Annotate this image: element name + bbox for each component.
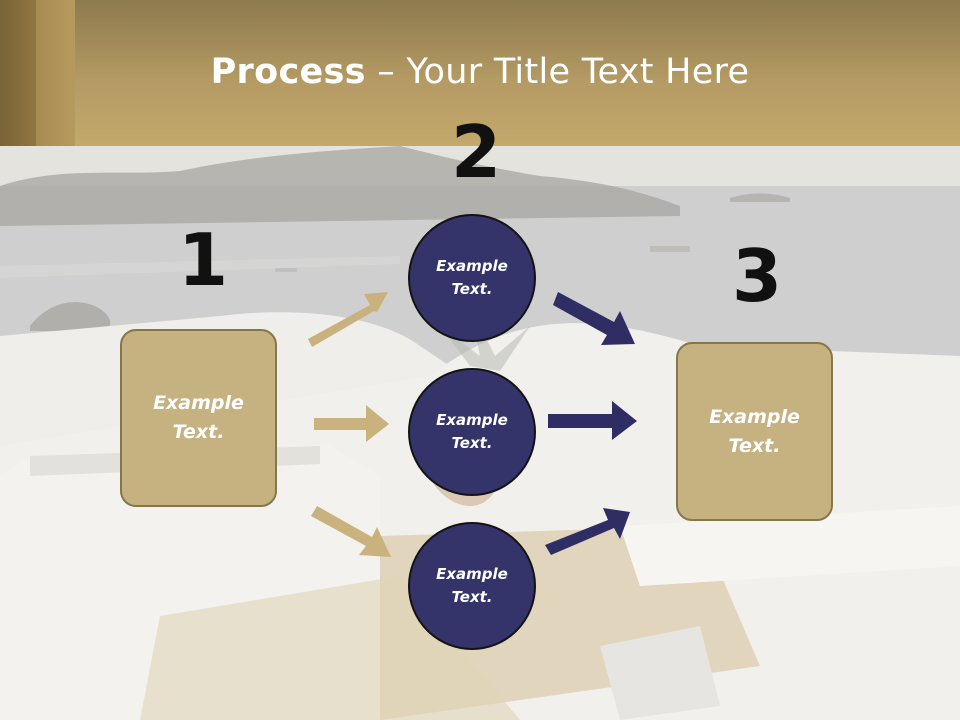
slide-title-rest: – Your Title Text Here [365,52,750,92]
arrow-from-circle-bottom [545,508,630,555]
slide-title: Process – Your Title Text Here [0,52,960,92]
arrow-from-circle-top [553,292,635,345]
gold-arrows [308,292,391,557]
circle-top-line2: Text. [451,280,493,298]
circle-middle: Example Text. [408,368,536,496]
arrow-from-circle-middle [548,401,637,440]
title-band [0,0,960,146]
navy-arrows [545,292,637,555]
left-box-line1: Example [153,392,244,414]
step-number-2: 2 [451,110,502,194]
step-number-1: 1 [178,218,229,302]
circle-middle-line2: Text. [451,434,493,452]
arrow-to-circle-middle [314,405,389,442]
left-box-line2: Text. [172,421,225,443]
circle-top-line1: Example [436,257,508,275]
arrow-to-circle-top [308,292,388,347]
circle-bottom: Example Text. [408,522,536,650]
right-box-line2: Text. [728,434,781,457]
left-box-text: Example Text. [153,389,244,447]
title-band-accent-stripe [36,0,75,146]
right-box-line1: Example [709,405,800,428]
circle-middle-line1: Example [436,411,508,429]
circle-bottom-line1: Example [436,565,508,583]
slide-title-bold: Process [210,52,366,92]
circle-bottom-line2: Text. [451,588,493,606]
arrow-to-circle-bottom [311,506,391,557]
right-box-text: Example Text. [709,403,800,461]
circle-top: Example Text. [408,214,536,342]
step-number-3: 3 [732,234,783,318]
title-band-accent [0,0,75,146]
left-box: Example Text. [120,329,277,507]
right-box: Example Text. [676,342,833,521]
